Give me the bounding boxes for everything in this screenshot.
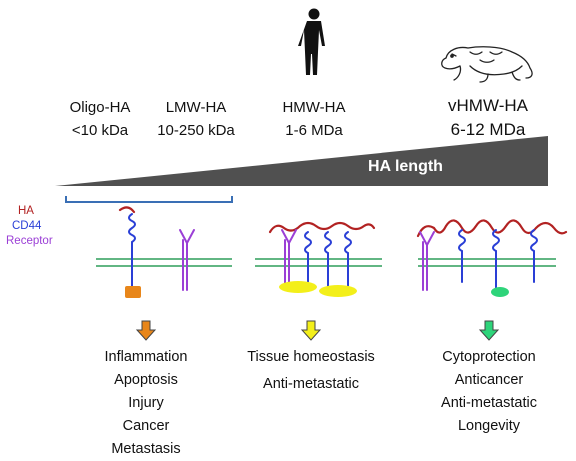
outcome-low-4: Cancer [122,418,170,434]
category-vhmw: vHMW-HA 6-12 MDa [440,94,536,142]
cd44-3 [530,229,538,283]
outcome-low-2: Apoptosis [114,372,178,388]
green-arrow-icon [478,320,500,341]
cd44-2 [324,231,332,291]
naked-mole-rat-icon [441,46,533,83]
ha-fragment [118,206,136,214]
category-hmw-name: HMW-HA [282,99,346,116]
panel-low-mw [118,206,195,298]
category-vhmw-name: vHMW-HA [448,96,528,115]
legend-ha: HA [18,205,34,217]
outcome-vhigh-1: Cytoprotection [442,349,536,365]
receptor [281,229,297,291]
receptor [419,231,435,291]
ha-length-wedge [55,136,548,186]
outcome-vhigh-4: Longevity [457,418,521,434]
yellow-oval-1 [279,281,317,293]
outcomes-very-high: Cytoprotection Anticancer Anti-metastati… [428,346,550,438]
ha-chain [268,221,376,234]
category-lmw-size: 10-250 kDa [157,122,235,139]
yellow-arrow-icon [300,320,322,341]
panel-hmw [268,221,376,297]
outcome-high-2: Anti-metastatic [263,376,359,392]
outcome-vhigh-3: Anti-metastatic [441,395,537,411]
category-oligo-name: Oligo-HA [69,99,131,116]
cd44-receptor [128,213,136,291]
ha-chain-long [416,219,568,238]
orange-signal-box [125,286,141,298]
membranes [96,258,556,267]
category-oligo-size: <10 kDa [71,122,129,139]
category-oligo: Oligo-HA <10 kDa [60,96,140,142]
category-lmw-name: LMW-HA [165,99,227,116]
legend: HA CD44 Receptor [6,204,53,249]
ha-length-label: HA length [368,158,443,175]
cd44-1 [304,231,312,291]
outcome-low-3: Injury [128,395,164,411]
yellow-oval-2 [319,285,357,297]
legend-receptor: Receptor [6,235,53,247]
category-hmw: HMW-HA 1-6 MDa [272,96,356,142]
human-silhouette-icon [298,8,325,75]
outcomes-high: Tissue homeostasis Anti-metastatic [238,346,384,396]
legend-cd44: CD44 [12,220,42,232]
receptor [179,229,195,291]
green-oval [491,287,509,297]
cd44-2 [492,229,500,291]
cd44-3 [344,231,352,291]
category-vhmw-size: 6-12 MDa [450,120,526,139]
cd44-1 [458,229,466,283]
orange-arrow-icon [135,320,157,341]
category-lmw: LMW-HA 10-250 kDa [146,96,246,142]
outcome-vhigh-2: Anticancer [454,372,524,388]
outcome-high-1: Tissue homeostasis [247,349,375,365]
outcome-arrows [135,320,500,341]
panel-vhmw [416,219,568,297]
outcomes-low: Inflammation Apoptosis Injury Cancer Met… [90,346,202,461]
outcome-low-5: Metastasis [111,441,181,457]
outcome-low-1: Inflammation [104,349,188,365]
low-mw-bracket [65,196,233,203]
category-hmw-size: 1-6 MDa [285,122,343,139]
